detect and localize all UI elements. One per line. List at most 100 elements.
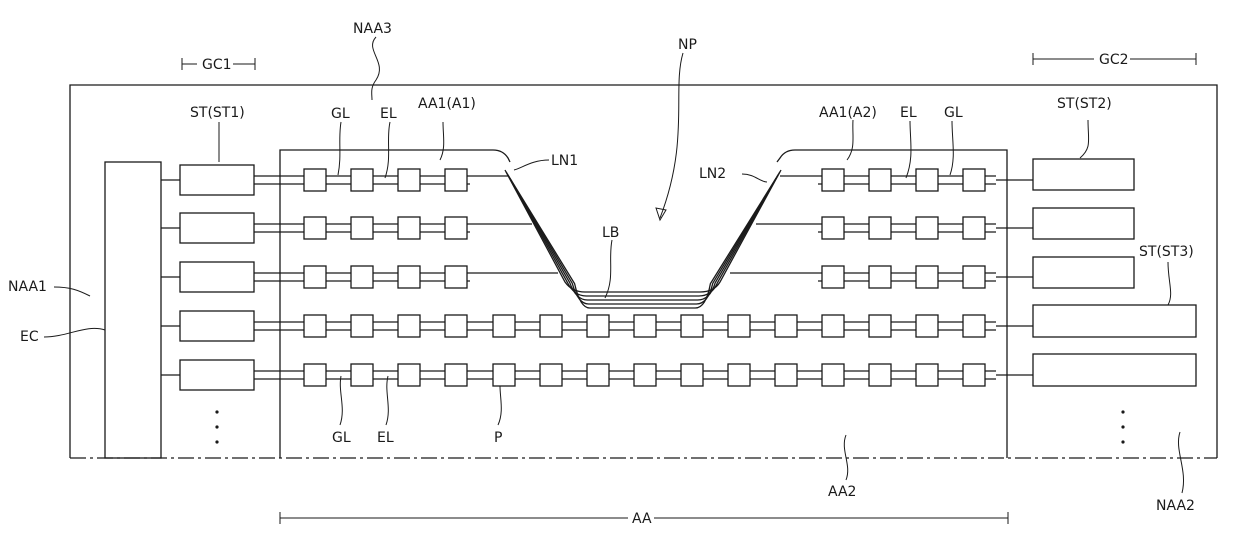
pixel xyxy=(540,315,562,337)
pixel xyxy=(304,217,326,239)
label-ln2: LN2 xyxy=(699,166,726,182)
pixel xyxy=(869,217,891,239)
pixel xyxy=(916,364,938,386)
continuation-dots-right xyxy=(1121,410,1124,443)
pixel xyxy=(304,364,326,386)
pixel xyxy=(351,266,373,288)
label-gl-bottom: GL xyxy=(332,430,351,446)
label-np: NP xyxy=(678,37,697,53)
pixel xyxy=(398,266,420,288)
display-area-boundary xyxy=(280,150,510,458)
label-p: P xyxy=(494,430,502,446)
label-st-st3: ST(ST3) xyxy=(1139,244,1194,260)
label-aa1-a1: AA1(A1) xyxy=(418,96,476,112)
pixel xyxy=(540,364,562,386)
label-naa2: NAA2 xyxy=(1156,498,1195,514)
pixel xyxy=(681,364,703,386)
label-el-top-left: EL xyxy=(380,106,397,122)
pixel xyxy=(351,315,373,337)
pixel xyxy=(963,169,985,191)
pixel xyxy=(587,364,609,386)
pixel xyxy=(493,364,515,386)
label-aa1-a2: AA1(A2) xyxy=(819,105,877,121)
label-aa2: AA2 xyxy=(828,484,856,500)
pixel xyxy=(822,315,844,337)
pixel xyxy=(963,364,985,386)
label-lb: LB xyxy=(602,225,619,241)
pixel xyxy=(775,364,797,386)
notch-bypass-line xyxy=(506,172,780,296)
label-st-st1: ST(ST1) xyxy=(190,105,245,121)
pixel xyxy=(493,315,515,337)
pixel xyxy=(822,266,844,288)
pixel xyxy=(445,315,467,337)
label-st-st2: ST(ST2) xyxy=(1057,96,1112,112)
pixel xyxy=(398,169,420,191)
panel-outline xyxy=(70,85,1217,458)
stage-st1-2 xyxy=(180,213,254,243)
pixel xyxy=(445,266,467,288)
label-ec: EC xyxy=(20,329,39,345)
pixel xyxy=(869,266,891,288)
pixel xyxy=(445,364,467,386)
notch-bypass-line xyxy=(510,178,776,308)
pixel xyxy=(398,217,420,239)
stage-st2-2 xyxy=(1033,208,1134,239)
pixel xyxy=(963,315,985,337)
notch-bypass-line xyxy=(505,170,781,292)
label-gl-top-right: GL xyxy=(944,105,963,121)
pixel xyxy=(869,364,891,386)
stage-st2-1 xyxy=(1033,159,1134,190)
pixel xyxy=(634,364,656,386)
notch-boundary-lines xyxy=(490,170,797,308)
ec-connection-bar xyxy=(105,162,161,458)
pixel xyxy=(304,169,326,191)
pixel xyxy=(681,315,703,337)
label-el-bottom: EL xyxy=(377,430,394,446)
label-naa1: NAA1 xyxy=(8,279,47,295)
pixel xyxy=(822,217,844,239)
stage-st1-1 xyxy=(180,165,254,195)
pixel xyxy=(822,169,844,191)
continuation-dots-left xyxy=(215,410,218,443)
stage-st2-3 xyxy=(1033,257,1134,288)
label-gc2: GC2 xyxy=(1099,52,1129,68)
pixel xyxy=(728,364,750,386)
pixel xyxy=(916,169,938,191)
pixel xyxy=(304,315,326,337)
label-gc1: GC1 xyxy=(202,57,232,73)
pixel xyxy=(445,169,467,191)
label-naa3: NAA3 xyxy=(353,21,392,37)
stage-st1-4 xyxy=(180,311,254,341)
pixel xyxy=(587,315,609,337)
pixel xyxy=(869,315,891,337)
pixel xyxy=(963,217,985,239)
stage-st3-2 xyxy=(1033,354,1196,386)
pixel xyxy=(351,364,373,386)
pixel xyxy=(351,169,373,191)
stage-st3-1 xyxy=(1033,305,1196,337)
stage-st1-5 xyxy=(180,360,254,390)
pixel xyxy=(304,266,326,288)
right-stages xyxy=(1033,159,1196,386)
pixel xyxy=(869,169,891,191)
pixel xyxy=(634,315,656,337)
display-area-boundary-right xyxy=(777,150,1007,458)
pixel xyxy=(398,315,420,337)
stage-st1-3 xyxy=(180,262,254,292)
pixel xyxy=(916,315,938,337)
label-gl-top-left: GL xyxy=(331,106,350,122)
pixel xyxy=(963,266,985,288)
pixel xyxy=(775,315,797,337)
pixel xyxy=(445,217,467,239)
pixel xyxy=(351,217,373,239)
pixel xyxy=(916,266,938,288)
pixel xyxy=(398,364,420,386)
pixel xyxy=(916,217,938,239)
labels: GC1 GC2 NAA3 NP ST(ST1) ST(ST2) ST(ST3) … xyxy=(8,21,1195,527)
pixel xyxy=(728,315,750,337)
label-aa: AA xyxy=(632,511,652,527)
notch-bypass-line xyxy=(507,174,778,300)
pixel xyxy=(822,364,844,386)
